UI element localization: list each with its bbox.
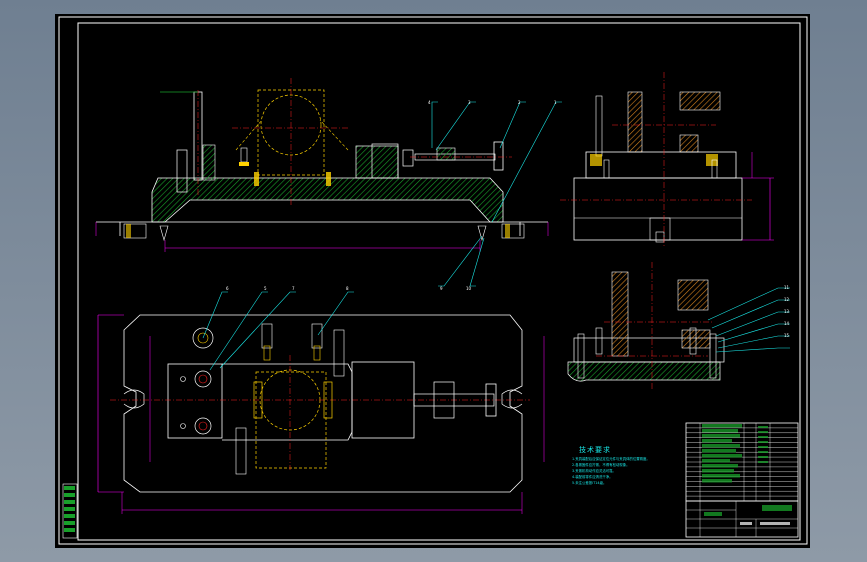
- balloon-label: 10: [466, 286, 472, 291]
- balloon-label: 4: [428, 100, 431, 105]
- front-view: [95, 78, 562, 287]
- balloon-label: 12: [784, 297, 790, 302]
- note-item: 2.各紧固件应拧紧，不得有松动现象。: [572, 463, 630, 467]
- part-balloons: 4 3 2 1 9 10 6 5 7 8 11 12 13 14 15: [226, 100, 790, 338]
- parts-list: [685, 422, 799, 502]
- balloon-label: 11: [784, 285, 790, 290]
- balloon-label: 13: [784, 309, 790, 314]
- technical-requirements-heading: 技术要求: [579, 446, 611, 454]
- balloon-label: 5: [264, 286, 267, 291]
- balloon-label: 7: [292, 286, 295, 291]
- sheet-outer-border: [58, 16, 808, 545]
- note-item: 1.夹具装配后应保证定位元件与夹具体的位置精度。: [572, 457, 650, 461]
- note-item: 3.夹紧机构动作应灵活可靠。: [572, 469, 616, 473]
- binding-strip: [62, 483, 78, 539]
- balloon-label: 6: [226, 286, 229, 291]
- balloon-label: 9: [440, 286, 443, 291]
- top-view: [97, 291, 545, 514]
- title-block: [685, 500, 799, 538]
- balloon-label: 2: [518, 100, 521, 105]
- section-detail: [567, 262, 790, 390]
- balloon-label: 15: [784, 333, 790, 338]
- balloon-label: 1: [554, 100, 557, 105]
- balloon-label: 8: [346, 286, 349, 291]
- note-item: 5.未注公差按IT14级。: [572, 481, 607, 485]
- balloon-label: 3: [468, 100, 471, 105]
- note-item: 4.装配前零件应清洗干净。: [572, 475, 613, 479]
- sheet-inner-border: [77, 22, 801, 541]
- technical-requirements-list: 1.夹具装配后应保证定位元件与夹具体的位置精度。 2.各紧固件应拧紧，不得有松动…: [572, 456, 690, 486]
- balloon-label: 14: [784, 321, 790, 326]
- side-view: [560, 72, 774, 248]
